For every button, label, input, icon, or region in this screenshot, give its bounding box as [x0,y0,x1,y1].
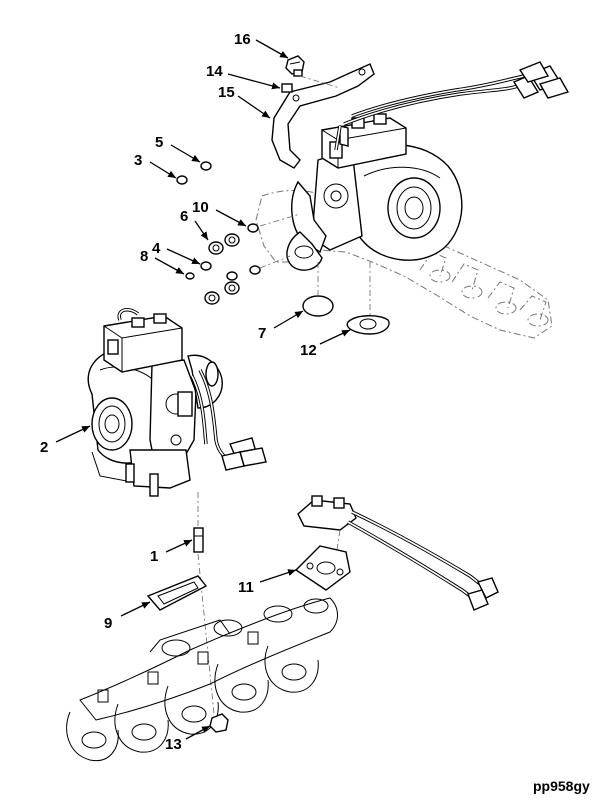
gasket-part-9 [146,575,208,611]
callout-label: 16 [234,31,251,48]
callout-label: 9 [104,615,112,632]
callout-label: 12 [300,342,317,359]
callout-label: 2 [40,439,48,456]
gasket-part-12 [346,315,390,335]
callout-label: 11 [238,579,254,596]
bolt-part-14 [281,69,303,93]
upper-exhaust-manifold-ghost [255,189,553,339]
callout-label: 15 [218,84,235,101]
callout-label: 7 [258,325,266,342]
callout-label: 6 [180,208,188,225]
callout-label: 5 [155,134,163,151]
callout-leaders [55,39,351,740]
stud-part-1 [193,527,204,553]
middle-electrical-connector [221,437,267,471]
lower-wiring-harness [335,510,490,604]
mounting-bracket [271,63,375,169]
upper-wiring-harness [334,74,525,151]
nut-part-13 [209,713,229,733]
callout-label: 10 [192,199,209,216]
callout-labels: 1 2 3 4 5 6 7 8 9 10 11 12 13 14 15 16 [40,31,317,753]
o-ring-part-5 [200,161,212,171]
turbocharger-part-2 [87,313,223,497]
upper-turbocharger [286,113,463,271]
sealing-washer-part-10 [247,223,261,275]
o-ring-part-8 [185,272,195,280]
callout-label: 13 [165,736,182,753]
callout-label: 4 [152,240,161,257]
callout-label: 14 [206,63,223,80]
callout-label: 3 [134,152,142,169]
actuator-valve-assembly [297,495,357,531]
washer-part-4 [200,261,238,281]
gasket-part-7 [302,295,334,317]
gasket-part-11 [294,545,351,591]
figure-code: pp958gy [533,778,590,794]
sealing-washer-part-6 [204,233,240,305]
upper-electrical-connector [512,61,570,99]
lower-electrical-connector [467,577,499,611]
callout-label: 8 [140,248,148,265]
o-ring-part-3 [176,175,188,185]
callout-label: 1 [150,548,158,565]
